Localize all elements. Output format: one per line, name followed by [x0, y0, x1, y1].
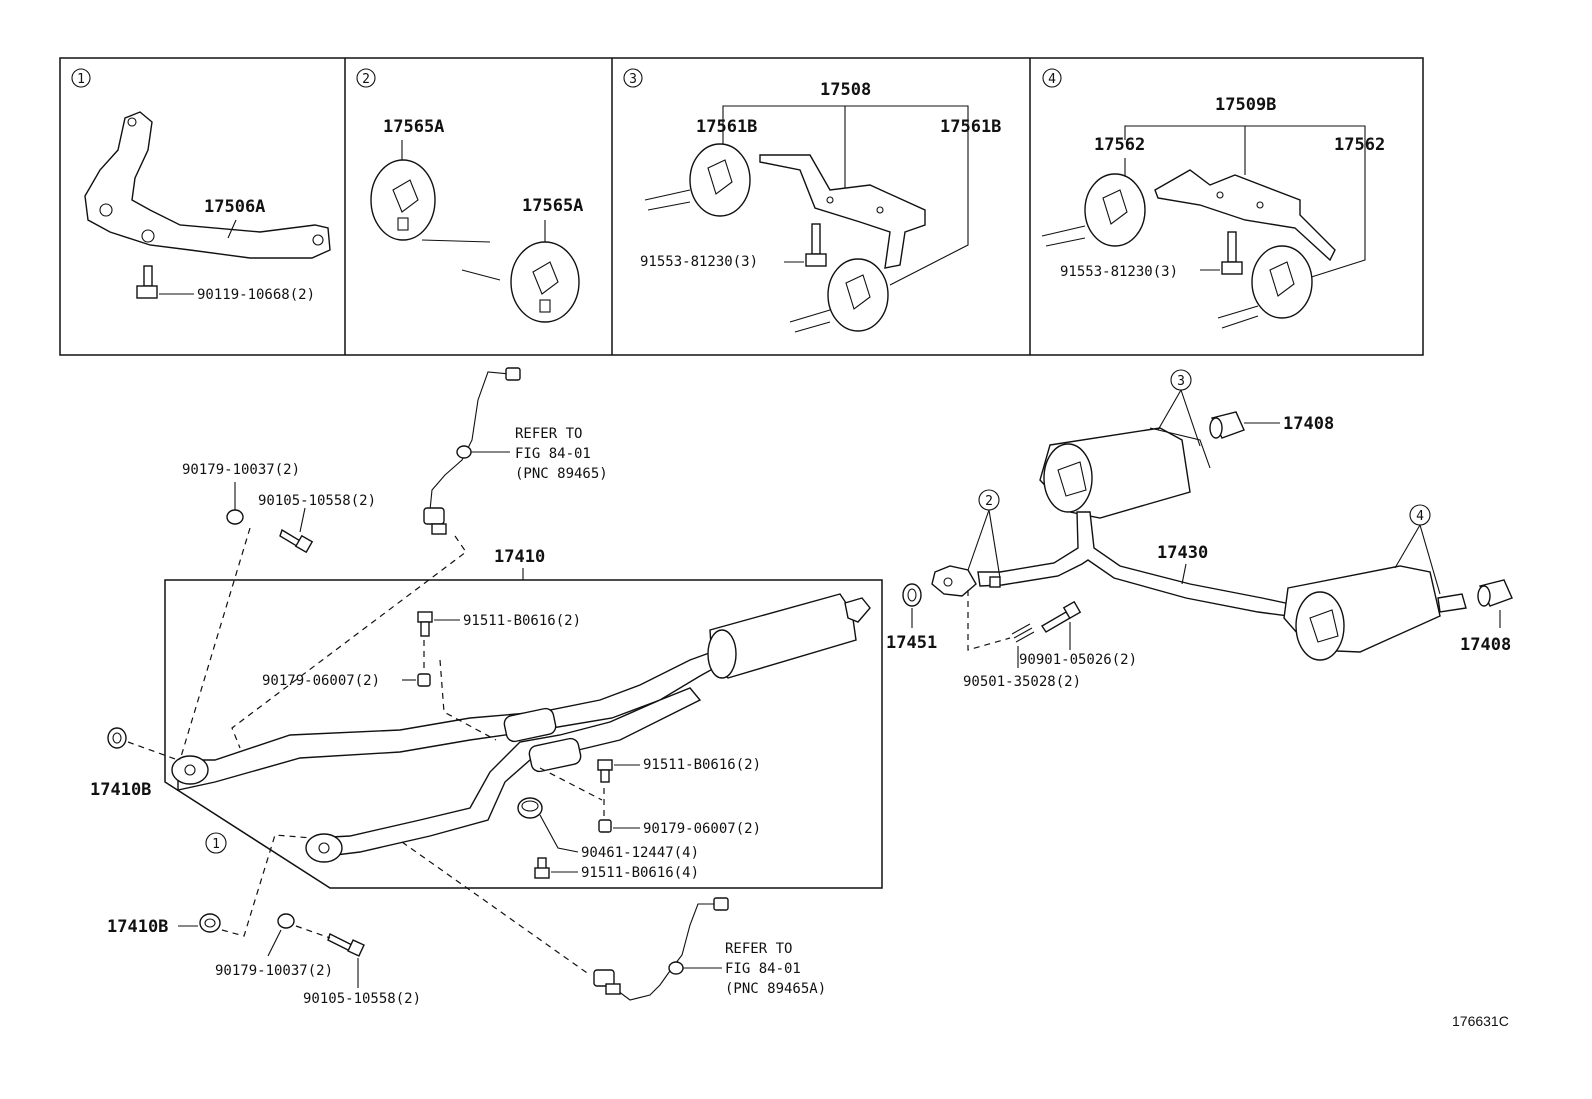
svg-text:FIG 84-01: FIG 84-01 — [725, 961, 801, 977]
gasket-17451 — [902, 583, 922, 607]
hanger-17565A-lower — [510, 241, 580, 323]
label-91511-B0616-low: 91511-B0616(4) — [581, 865, 699, 881]
label-90179-10037-upper: 90179-10037(2) — [182, 462, 300, 478]
gasket-17410B-lower — [199, 913, 221, 933]
panel-3-number: 3 — [629, 72, 637, 87]
nut-90179-06007-mid — [598, 819, 612, 833]
svg-text:FIG 84-01: FIG 84-01 — [515, 446, 591, 462]
label-91553-81230-panel4: 91553-81230(3) — [1060, 264, 1178, 280]
bolt-91511-B0616-low — [534, 857, 550, 879]
label-17410B-lower: 17410B — [107, 917, 168, 937]
label-17509B: 17509B — [1215, 95, 1276, 115]
gasket-17410B-upper — [107, 727, 127, 749]
bolt-91511-B0616-mid — [597, 759, 613, 783]
bolt-90119 — [136, 265, 158, 299]
bolt-91511-B0616-top — [417, 611, 433, 637]
bolt-91553-panel3 — [805, 223, 827, 267]
label-91553-81230-panel3: 91553-81230(3) — [640, 254, 758, 270]
nut-90179-10037-lower — [277, 913, 295, 929]
oxygen-sensor-upper — [423, 367, 521, 535]
label-17408-lower: 17408 — [1460, 635, 1511, 655]
panel-3: 3 17508 17561B 17561B 91553-81230(3) — [623, 68, 1001, 333]
label-17508: 17508 — [820, 80, 871, 100]
panel-4-number: 4 — [1048, 72, 1056, 87]
hanger-17561B-right — [827, 258, 889, 332]
label-90901-05026: 90901-05026(2) — [1019, 652, 1137, 668]
callout-3: 3 — [1177, 374, 1185, 389]
spring-90501-35028 — [1011, 623, 1035, 643]
tailpipe-assembly — [931, 427, 1467, 661]
bracket-17509B — [1154, 169, 1336, 262]
label-91511-B0616-top: 91511-B0616(2) — [463, 613, 581, 629]
detail-panels — [59, 57, 1424, 356]
label-17561B-left: 17561B — [696, 117, 757, 137]
panel-1: 1 17506A 90119-10668(2) — [71, 68, 331, 303]
label-91511-B0616-mid: 91511-B0616(2) — [643, 757, 761, 773]
bolt-90105-10558-lower — [327, 933, 365, 957]
svg-text:(PNC 89465A): (PNC 89465A) — [725, 981, 826, 997]
label-17408-upper: 17408 — [1283, 414, 1334, 434]
panel-4: 4 17509B 17562 17562 91553-81230(3) — [1041, 68, 1385, 329]
clamp-90461-12447 — [517, 797, 543, 819]
label-17565A-upper: 17565A — [383, 117, 444, 137]
svg-text:(PNC 89465): (PNC 89465) — [515, 466, 608, 482]
bracket-17508 — [759, 154, 926, 269]
oxygen-sensor-lower — [593, 897, 729, 1001]
panel-2: 2 17565A 17565A — [356, 68, 583, 323]
label-17410: 17410 — [494, 547, 545, 567]
hanger-17562-right — [1251, 245, 1313, 319]
tip-17408-upper — [1209, 411, 1245, 439]
svg-text:REFER TO: REFER TO — [725, 941, 792, 957]
label-90461-12447: 90461-12447(4) — [581, 845, 699, 861]
label-90105-10558-lower: 90105-10558(2) — [303, 991, 421, 1007]
label-90105-10558-upper: 90105-10558(2) — [258, 493, 376, 509]
label-17451: 17451 — [886, 633, 937, 653]
bolt-90105-10558-upper — [279, 528, 314, 554]
callout-4: 4 — [1416, 509, 1424, 524]
label-17561B-right: 17561B — [940, 117, 1001, 137]
label-17410B-upper: 17410B — [90, 780, 151, 800]
callout-2: 2 — [985, 494, 993, 509]
label-90179-06007-mid: 90179-06007(2) — [643, 821, 761, 837]
label-17430: 17430 — [1157, 543, 1208, 563]
label-17565A-lower: 17565A — [522, 196, 583, 216]
refer-note-upper: REFER TO FIG 84-01 (PNC 89465) — [515, 426, 608, 482]
label-90501-35028: 90501-35028(2) — [963, 674, 1081, 690]
bolt-90901-05026 — [1041, 600, 1082, 633]
svg-text:REFER TO: REFER TO — [515, 426, 582, 442]
label-17562-right: 17562 — [1334, 135, 1385, 155]
callout-1: 1 — [212, 837, 220, 852]
hanger-17561B-left — [689, 143, 751, 217]
label-17562-left: 17562 — [1094, 135, 1145, 155]
label-90179-10037-lower: 90179-10037(2) — [215, 963, 333, 979]
hanger-17565A-upper — [370, 159, 436, 241]
bolt-91553-panel4 — [1221, 231, 1243, 275]
tip-17408-lower — [1477, 579, 1513, 607]
refer-note-lower: REFER TO FIG 84-01 (PNC 89465A) — [725, 941, 826, 997]
panel-2-number: 2 — [362, 72, 370, 87]
hanger-17562-left — [1084, 173, 1146, 247]
label-90179-06007-top: 90179-06007(2) — [262, 673, 380, 689]
panel-1-number: 1 — [77, 72, 85, 87]
front-pipe-assembly: 17410 1 — [164, 547, 883, 889]
label-17506A: 17506A — [204, 197, 265, 217]
nut-90179-10037-upper — [226, 509, 244, 525]
label-90119-10668: 90119-10668(2) — [197, 287, 315, 303]
figure-id: 176631C — [1452, 1013, 1509, 1029]
bracket-17506A — [84, 111, 331, 259]
nut-90179-06007-top — [417, 673, 431, 687]
